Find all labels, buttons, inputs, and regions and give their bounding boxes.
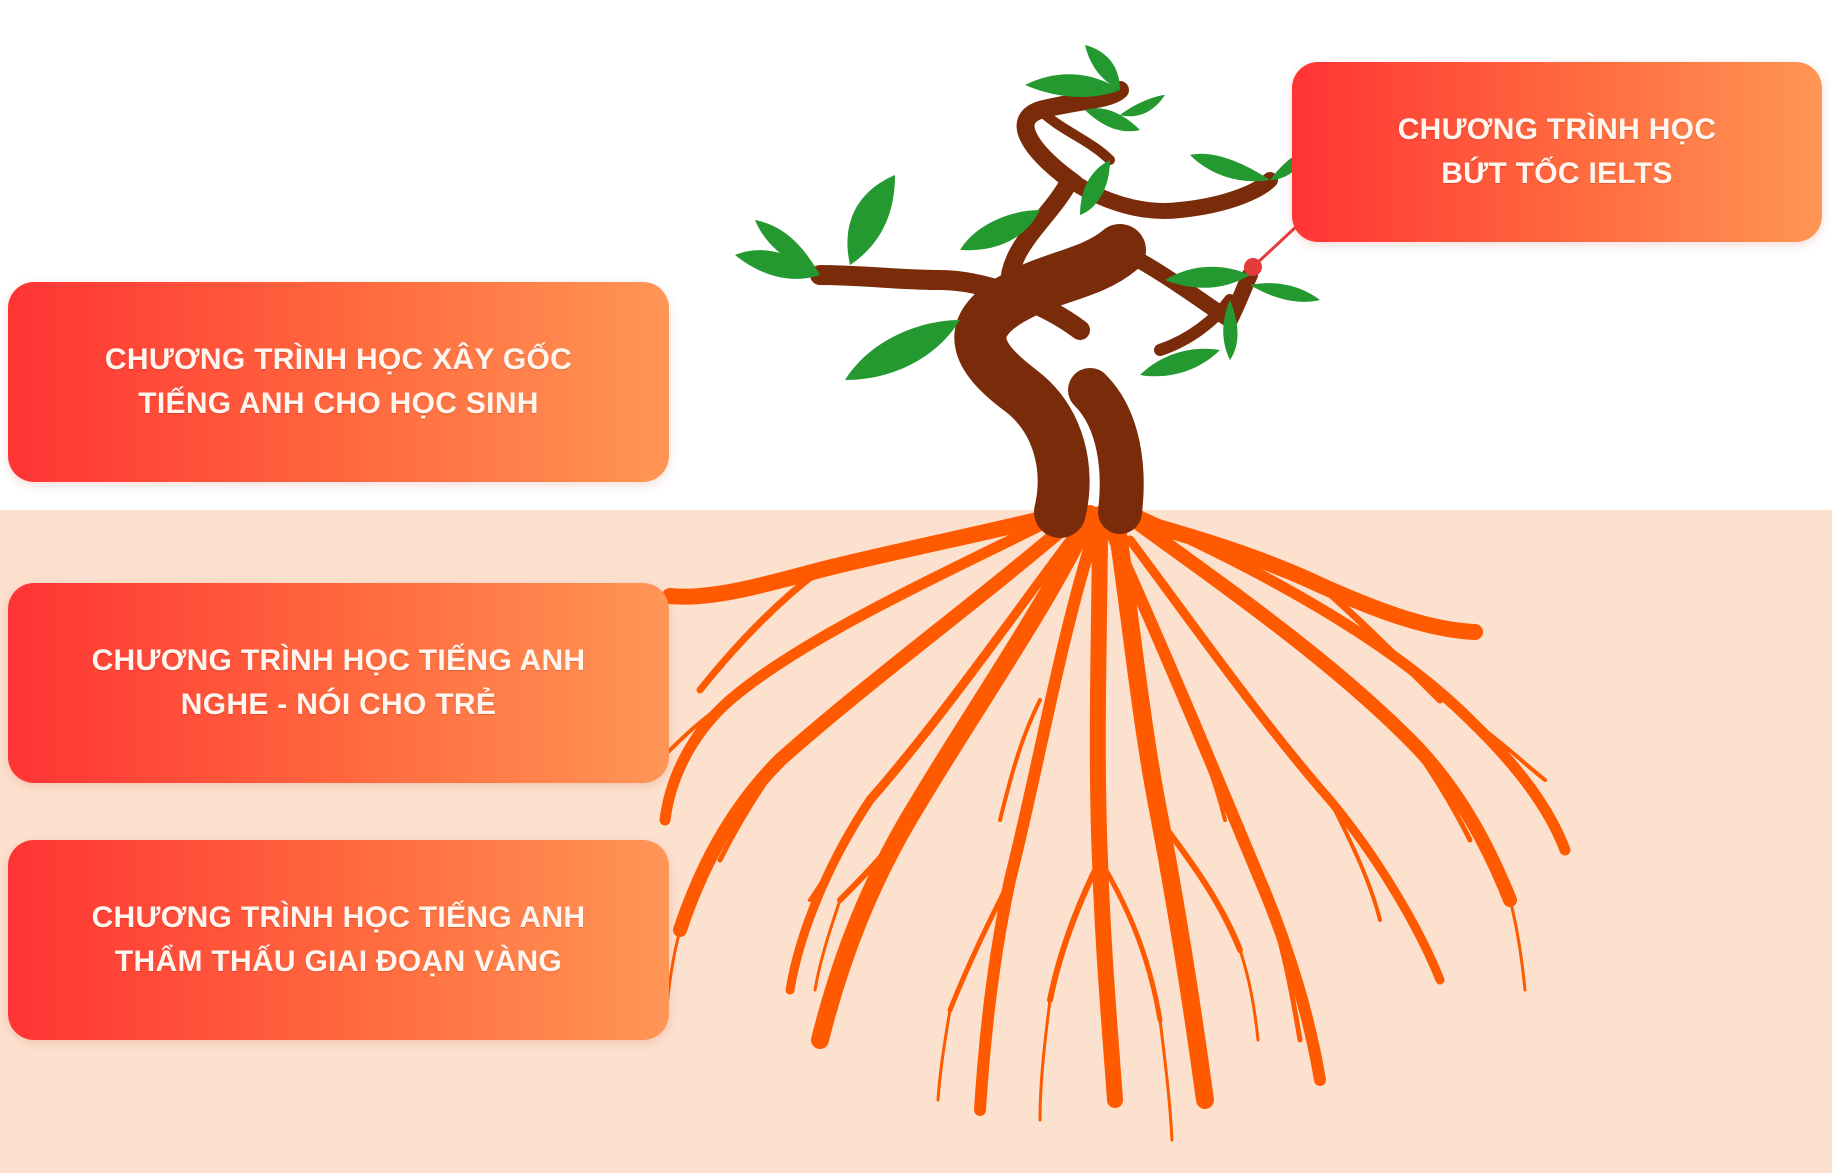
program-card-golden-stage-label: CHƯƠNG TRÌNH HỌC TIẾNG ANH THẨM THẤU GIA…	[92, 896, 586, 984]
program-card-foundation: CHƯƠNG TRÌNH HỌC XÂY GỐC TIẾNG ANH CHO H…	[8, 282, 669, 482]
program-card-ielts-line-2: BỨT TỐC IELTS	[1441, 157, 1673, 190]
program-card-foundation-line-2: TIẾNG ANH CHO HỌC SINH	[138, 387, 539, 420]
program-card-listening-speaking: CHƯƠNG TRÌNH HỌC TIẾNG ANH NGHE - NÓI CH…	[8, 583, 669, 783]
program-card-listening-speaking-line-2: NGHE - NÓI CHO TRẺ	[180, 688, 497, 721]
program-card-foundation-label: CHƯƠNG TRÌNH HỌC XÂY GỐC TIẾNG ANH CHO H…	[105, 338, 572, 426]
program-card-ielts-line-1: CHƯƠNG TRÌNH HỌC	[1397, 113, 1717, 146]
program-card-golden-stage: CHƯƠNG TRÌNH HỌC TIẾNG ANH THẨM THẤU GIA…	[8, 840, 669, 1040]
program-card-listening-speaking-label: CHƯƠNG TRÌNH HỌC TIẾNG ANH NGHE - NÓI CH…	[92, 639, 586, 727]
tree-trunk-and-branches	[810, 81, 1278, 538]
program-card-ielts-label: CHƯƠNG TRÌNH HỌC BỨT TỐC IELTS	[1398, 108, 1717, 196]
program-card-ielts: CHƯƠNG TRÌNH HỌC BỨT TỐC IELTS	[1292, 62, 1822, 242]
program-card-golden-stage-line-1: CHƯƠNG TRÌNH HỌC TIẾNG ANH	[91, 901, 586, 934]
tree-roots	[658, 504, 1571, 1142]
callout-pointer	[1244, 223, 1300, 276]
program-card-golden-stage-line-2: THẨM THẤU GIAI ĐOẠN VÀNG	[114, 945, 563, 978]
program-card-foundation-line-1: CHƯƠNG TRÌNH HỌC XÂY GỐC	[104, 343, 573, 376]
program-card-listening-speaking-line-1: CHƯƠNG TRÌNH HỌC TIẾNG ANH	[91, 644, 586, 677]
tree-leaves	[735, 45, 1320, 380]
